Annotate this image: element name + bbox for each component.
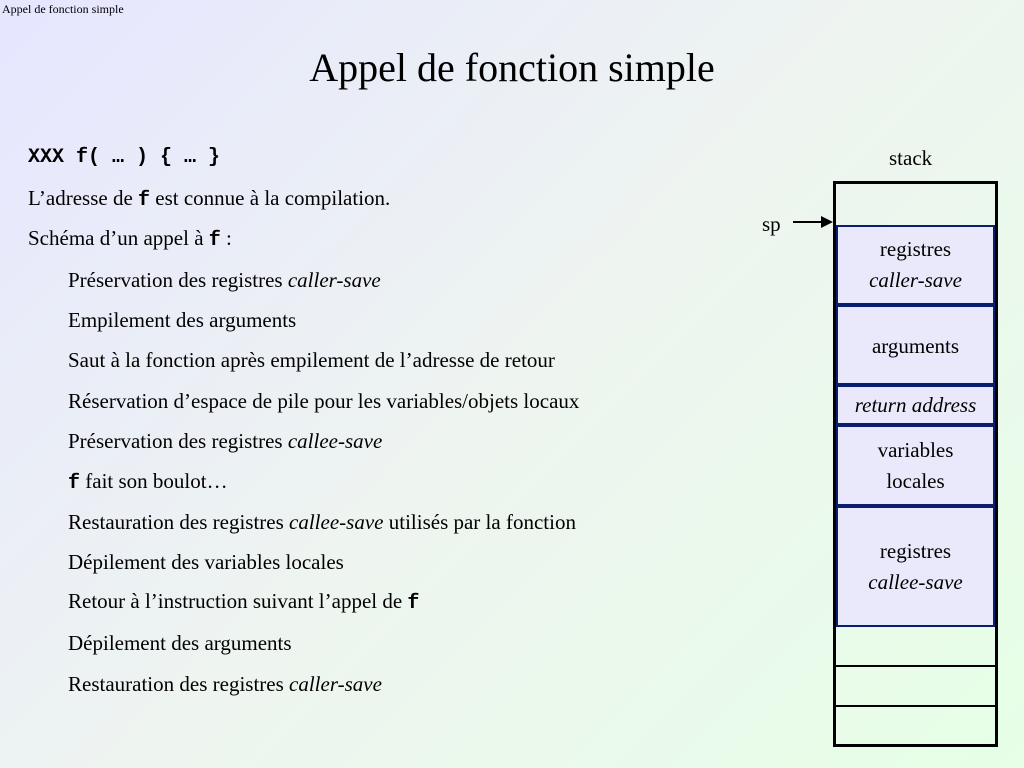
- step-code: f: [68, 472, 81, 495]
- stack-cell-caller-save: registres caller-save: [836, 225, 995, 305]
- step-emphasis: caller-save: [289, 672, 382, 696]
- step-text: Restauration des registres: [68, 672, 290, 696]
- stack-cell-arguments: arguments: [836, 305, 995, 385]
- cell-emphasis: callee-save: [868, 570, 963, 594]
- cell-line: locales: [886, 468, 945, 493]
- step-emphasis: caller-save: [287, 268, 381, 292]
- stack-label: stack: [889, 146, 933, 170]
- call-scheme-text-a: Schéma d’un appel à: [28, 226, 209, 250]
- cell-line: registres: [879, 539, 952, 563]
- step-callee-save-restore: Restauration des registres callee-save u…: [68, 510, 576, 535]
- stack-diagram: registres caller-save arguments return a…: [833, 181, 998, 747]
- address-known-code: f: [138, 189, 151, 212]
- cell-line: registres: [879, 237, 952, 261]
- step-return: Retour à l’instruction suivant l’appel d…: [68, 589, 419, 615]
- stack-cell-empty: [836, 667, 995, 707]
- cell-line: arguments: [871, 334, 960, 358]
- step-callee-save-preservation: Préservation des registres callee-save: [68, 429, 382, 454]
- step-emphasis: callee-save: [289, 510, 384, 534]
- stack-cell-empty: [836, 627, 995, 667]
- cell-emphasis: caller-save: [869, 268, 962, 292]
- step-code: f: [407, 592, 420, 615]
- step-jump-to-function: Saut à la fonction après empilement de l…: [68, 348, 555, 372]
- step-function-body: f fait son boulot…: [68, 469, 228, 495]
- call-scheme-line: Schéma d’un appel à f :: [28, 226, 232, 252]
- address-known-line: L’adresse de f est connue à la compilati…: [28, 186, 390, 212]
- step-text: Préservation des registres: [68, 429, 288, 453]
- stack-cell-return-address: return address: [836, 385, 995, 425]
- stack-cell-locals: variables locales: [836, 425, 995, 506]
- step-caller-save-preservation: Préservation des registres caller-save: [68, 268, 381, 293]
- call-scheme-code: f: [208, 229, 221, 252]
- cell-emphasis: return address: [854, 392, 977, 417]
- step-emphasis: callee-save: [287, 429, 383, 453]
- stack-cell-empty-top: [836, 184, 995, 225]
- slide-title: Appel de fonction simple: [309, 45, 715, 90]
- step-text: Retour à l’instruction suivant l’appel d…: [68, 589, 408, 613]
- sp-label: sp: [762, 212, 781, 236]
- step-text: fait son boulot…: [80, 469, 228, 493]
- cell-line: variables: [877, 437, 954, 462]
- stack-cell-callee-save: registres callee-save: [836, 506, 995, 627]
- address-known-text-a: L’adresse de: [28, 186, 139, 210]
- call-scheme-text-b: :: [220, 226, 232, 250]
- sp-arrow-icon: [793, 216, 833, 228]
- address-known-text-b: est connue à la compilation.: [150, 186, 391, 210]
- step-push-arguments: Empilement des arguments: [68, 308, 297, 332]
- step-caller-save-restore: Restauration des registres caller-save: [68, 672, 382, 697]
- step-reserve-locals: Réservation d’espace de pile pour les va…: [68, 389, 580, 413]
- step-pop-locals: Dépilement des variables locales: [68, 550, 344, 574]
- step-text: Restauration des registres: [68, 510, 290, 534]
- step-text: Préservation des registres: [68, 268, 288, 292]
- function-signature: XXX f( … ) { … }: [28, 146, 221, 169]
- step-pop-arguments: Dépilement des arguments: [68, 631, 292, 655]
- corner-title: Appel de fonction simple: [2, 2, 124, 16]
- step-tail: utilisés par la fonction: [383, 510, 576, 534]
